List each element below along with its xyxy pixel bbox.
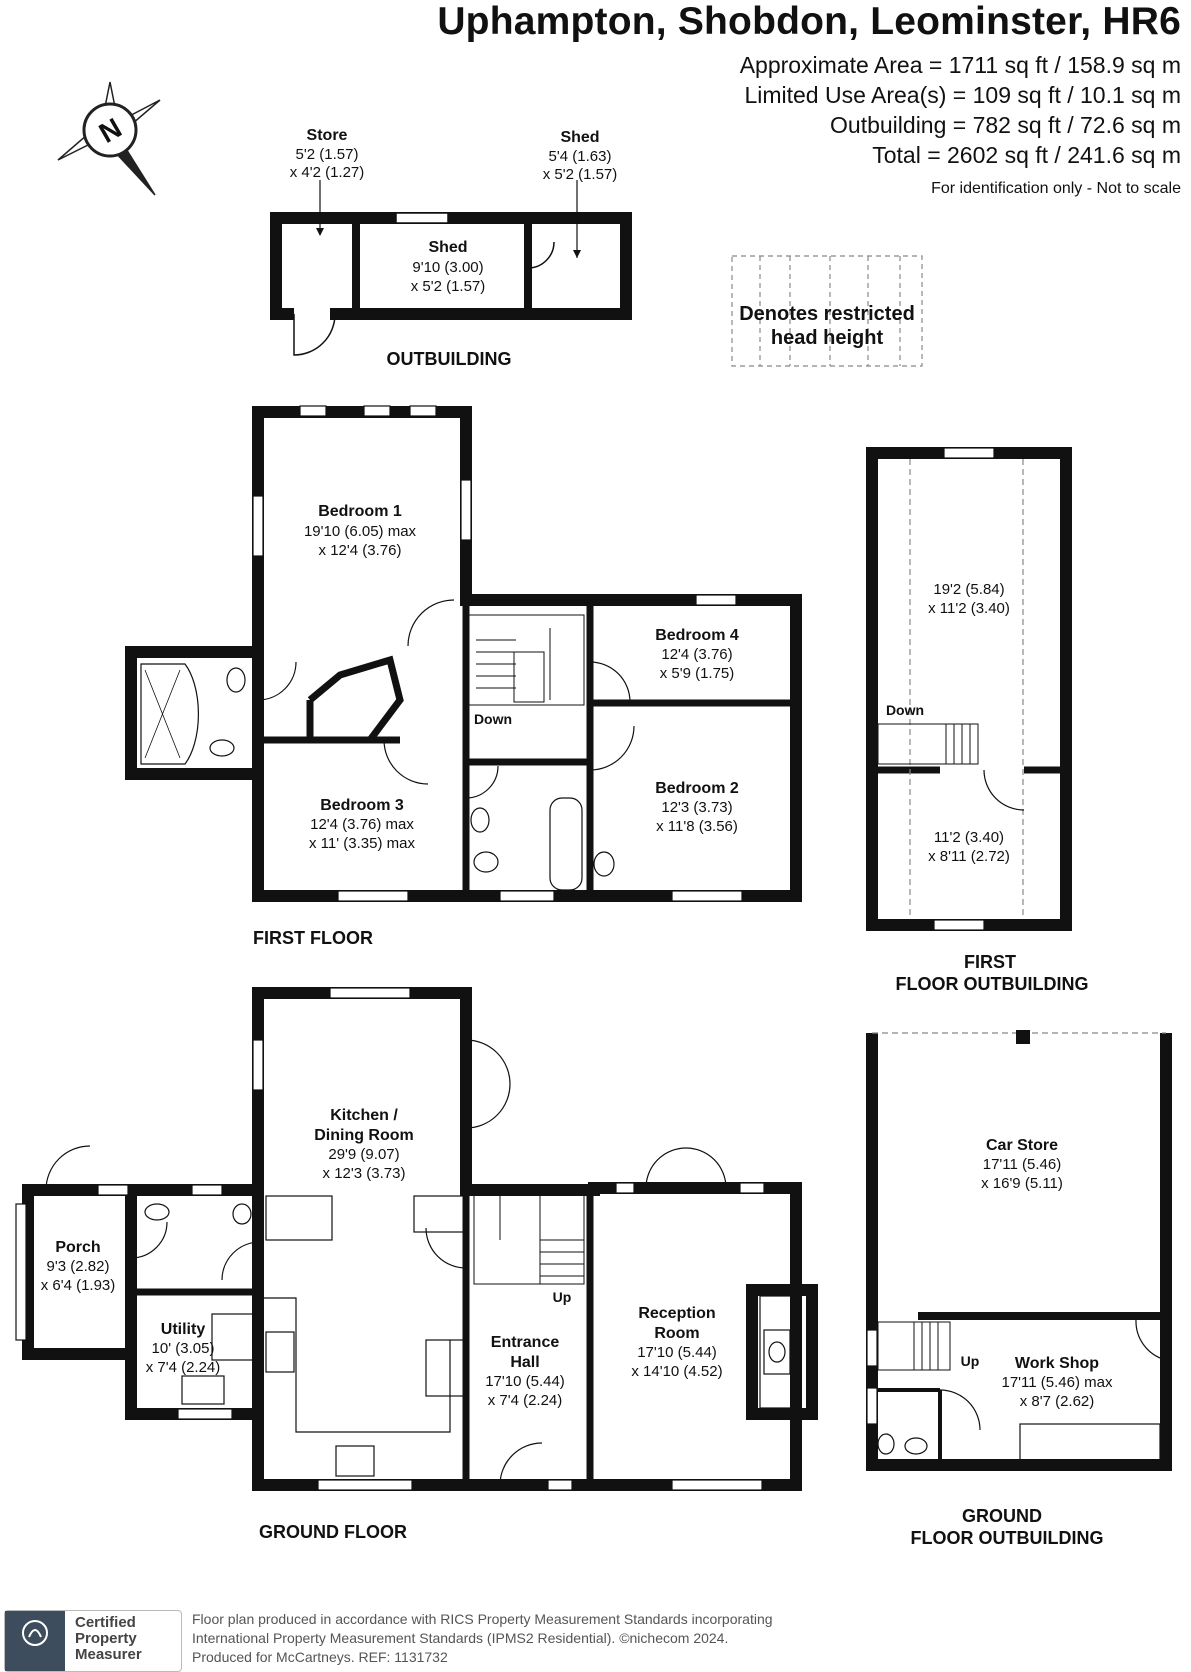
store-name: Store	[307, 127, 348, 144]
kitchen-name1: Kitchen /	[330, 1107, 398, 1124]
shed-small-dim1: 5'4 (1.63)	[549, 148, 612, 165]
area-summary: Approximate Area = 1711 sq ft / 158.9 sq…	[740, 50, 1181, 170]
utility-dim1: 10' (3.05)	[152, 1340, 215, 1357]
bedroom4-dim2: x 5'9 (1.75)	[660, 665, 735, 682]
ff-outbuilding-lower-dim2: x 8'11 (2.72)	[928, 848, 1010, 865]
outbuilding-caption: OUTBUILDING	[387, 349, 512, 369]
utility-dim2: x 7'4 (2.24)	[146, 1359, 221, 1376]
ff-outbuilding-upper-dim2: x 11'2 (3.40)	[928, 600, 1010, 617]
car-store-name: Car Store	[986, 1137, 1058, 1154]
workshop-dim1: 17'11 (5.46) max	[1002, 1374, 1113, 1391]
ff-outbuilding-upper-dim1: 19'2 (5.84)	[933, 581, 1004, 598]
footer-line3: Produced for McCartneys. REF: 1131732	[192, 1649, 448, 1665]
bedroom3-dim1: 12'4 (3.76) max	[310, 816, 414, 833]
ground-floor-stairs-label: Up	[553, 1289, 572, 1305]
shed-small-name: Shed	[560, 129, 599, 146]
workshop-dim2: x 8'7 (2.62)	[1020, 1393, 1095, 1410]
footer-line1: Floor plan produced in accordance with R…	[192, 1611, 773, 1627]
outbuilding-plan	[270, 180, 632, 356]
bedroom1-dim2: x 12'4 (3.76)	[319, 542, 402, 559]
gf-outbuilding-stairs-label: Up	[961, 1353, 980, 1369]
reception-name2: Room	[654, 1325, 699, 1342]
page-title: Uphampton, Shobdon, Leominster, HR6	[437, 0, 1181, 43]
car-store-dim2: x 16'9 (5.11)	[981, 1175, 1063, 1192]
badge-line2: Property	[75, 1630, 137, 1647]
badge-line3: Measurer	[75, 1646, 142, 1663]
legend-line1: Denotes restricted	[739, 303, 915, 325]
bedroom3-dim2: x 11' (3.35) max	[309, 835, 415, 852]
bedroom2-name: Bedroom 2	[655, 780, 739, 797]
rics-logo-text: RICS	[78, 1649, 112, 1665]
ground-floor-plan	[15, 987, 818, 1491]
compass: N	[57, 81, 161, 196]
ff-outbuilding-caption2: FLOOR OUTBUILDING	[896, 974, 1089, 994]
bedroom1-name: Bedroom 1	[318, 503, 402, 520]
hall-dim2: x 7'4 (2.24)	[488, 1392, 563, 1409]
ff-outbuilding-caption1: FIRST	[964, 952, 1016, 972]
ground-floor-caption: GROUND FLOOR	[259, 1522, 407, 1542]
compass-ring	[82, 102, 138, 158]
ff-outbuilding-lower-dim1: 11'2 (3.40)	[934, 829, 1004, 846]
area-outbuilding: Outbuilding = 782 sq ft / 72.6 sq m	[830, 112, 1181, 138]
hall-dim1: 17'10 (5.44)	[485, 1373, 565, 1390]
shed-main-dim2: x 5'2 (1.57)	[411, 278, 486, 295]
porch-name: Porch	[55, 1239, 100, 1256]
hall-name2: Hall	[510, 1354, 539, 1371]
footer-line2: International Property Measurement Stand…	[192, 1630, 729, 1646]
badge-line1: Certified	[75, 1614, 136, 1631]
area-limited-use: Limited Use Area(s) = 109 sq ft / 10.1 s…	[744, 82, 1181, 108]
reception-name1: Reception	[638, 1305, 715, 1322]
kitchen-name2: Dining Room	[314, 1127, 414, 1144]
bedroom2-dim1: 12'3 (3.73)	[661, 799, 732, 816]
first-floor-caption: FIRST FLOOR	[253, 928, 373, 948]
rics-crest-icon	[22, 1620, 48, 1646]
gf-outbuilding-caption1: GROUND	[962, 1506, 1042, 1526]
rics-badge-text: Certified Property Measurer	[75, 1615, 142, 1663]
reception-dim1: 17'10 (5.44)	[637, 1344, 717, 1361]
kitchen-dim1: 29'9 (9.07)	[328, 1146, 399, 1163]
gf-outbuilding-caption2: FLOOR OUTBUILDING	[911, 1528, 1104, 1548]
bedroom1-dim1: 19'10 (6.05) max	[304, 523, 417, 540]
restricted-height-legend	[731, 255, 923, 367]
first-floor-plan	[125, 405, 802, 902]
shed-main-name: Shed	[428, 239, 467, 256]
first-floor-outbuilding-plan	[866, 447, 1072, 931]
rics-logo: RICS	[5, 1611, 112, 1671]
reception-dim2: x 14'10 (4.52)	[631, 1363, 722, 1380]
identification-note: For identification only - Not to scale	[931, 180, 1181, 197]
legend-line2: head height	[771, 327, 884, 349]
bedroom4-dim1: 12'4 (3.76)	[661, 646, 732, 663]
porch-dim1: 9'3 (2.82)	[47, 1258, 110, 1275]
footer-disclaimer: Floor plan produced in accordance with R…	[192, 1610, 773, 1667]
porch-dim2: x 6'4 (1.93)	[41, 1277, 116, 1294]
ff-outbuilding-stairs-label: Down	[886, 702, 924, 718]
bedroom4-name: Bedroom 4	[655, 627, 739, 644]
kitchen-dim2: x 12'3 (3.73)	[323, 1165, 406, 1182]
shed-main-dim1: 9'10 (3.00)	[412, 259, 483, 276]
shed-small-dim2: x 5'2 (1.57)	[543, 166, 618, 183]
workshop-name: Work Shop	[1015, 1355, 1099, 1372]
bedroom2-dim2: x 11'8 (3.56)	[656, 818, 738, 835]
rics-certified-badge: RICS Certified Property Measurer	[4, 1610, 182, 1672]
car-store-dim1: 17'11 (5.46)	[983, 1156, 1061, 1173]
area-total: Total = 2602 sq ft / 241.6 sq m	[872, 142, 1181, 168]
bedroom3-name: Bedroom 3	[320, 797, 404, 814]
ground-floor-outbuilding-plan	[866, 1030, 1172, 1471]
hall-name1: Entrance	[491, 1334, 560, 1351]
first-floor-stairs-label: Down	[474, 711, 512, 727]
store-dim2: x 4'2 (1.27)	[290, 164, 365, 181]
area-approximate: Approximate Area = 1711 sq ft / 158.9 sq…	[739, 52, 1181, 78]
store-dim1: 5'2 (1.57)	[296, 146, 359, 163]
utility-name: Utility	[161, 1321, 206, 1338]
footer: RICS Certified Property Measurer Floor p…	[0, 1600, 1191, 1672]
